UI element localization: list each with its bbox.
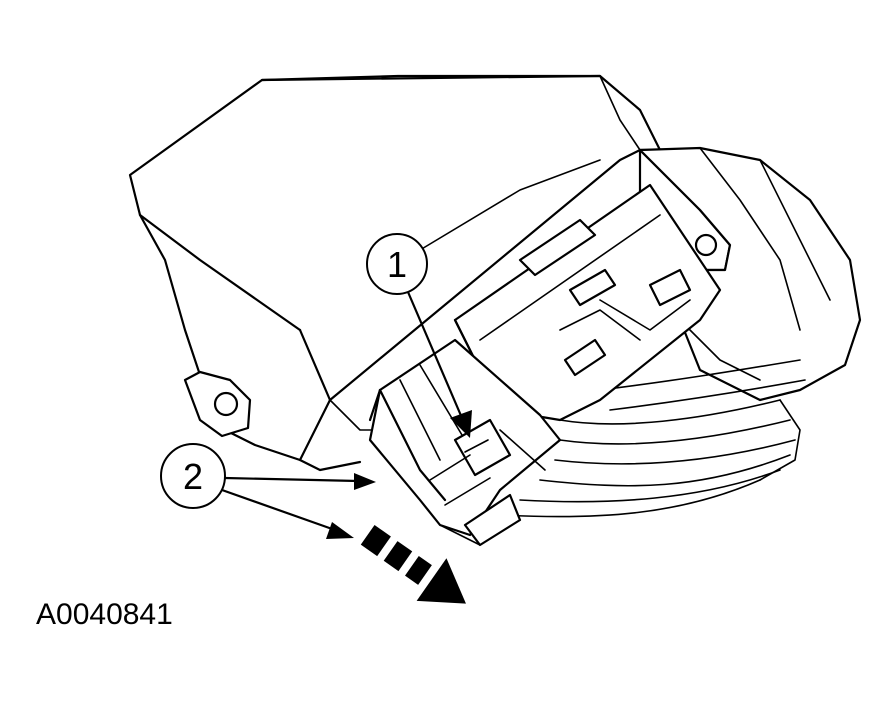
callout-2-number: 2: [183, 456, 203, 497]
front-connector: [368, 338, 562, 547]
figure-code: A0040841: [36, 598, 173, 631]
callout-2-arrowhead-lower: [326, 522, 354, 539]
callout-2-arrowhead-upper: [354, 473, 376, 490]
rear-connector: [453, 183, 722, 422]
callout-1-number: 1: [387, 244, 407, 285]
wiring-harness: [499, 146, 862, 518]
removal-direction-arrow: [360, 525, 466, 604]
callout-1-arrowhead: [450, 410, 472, 438]
callout-2: 2: [160, 443, 376, 539]
callout-1: 1: [366, 233, 472, 438]
